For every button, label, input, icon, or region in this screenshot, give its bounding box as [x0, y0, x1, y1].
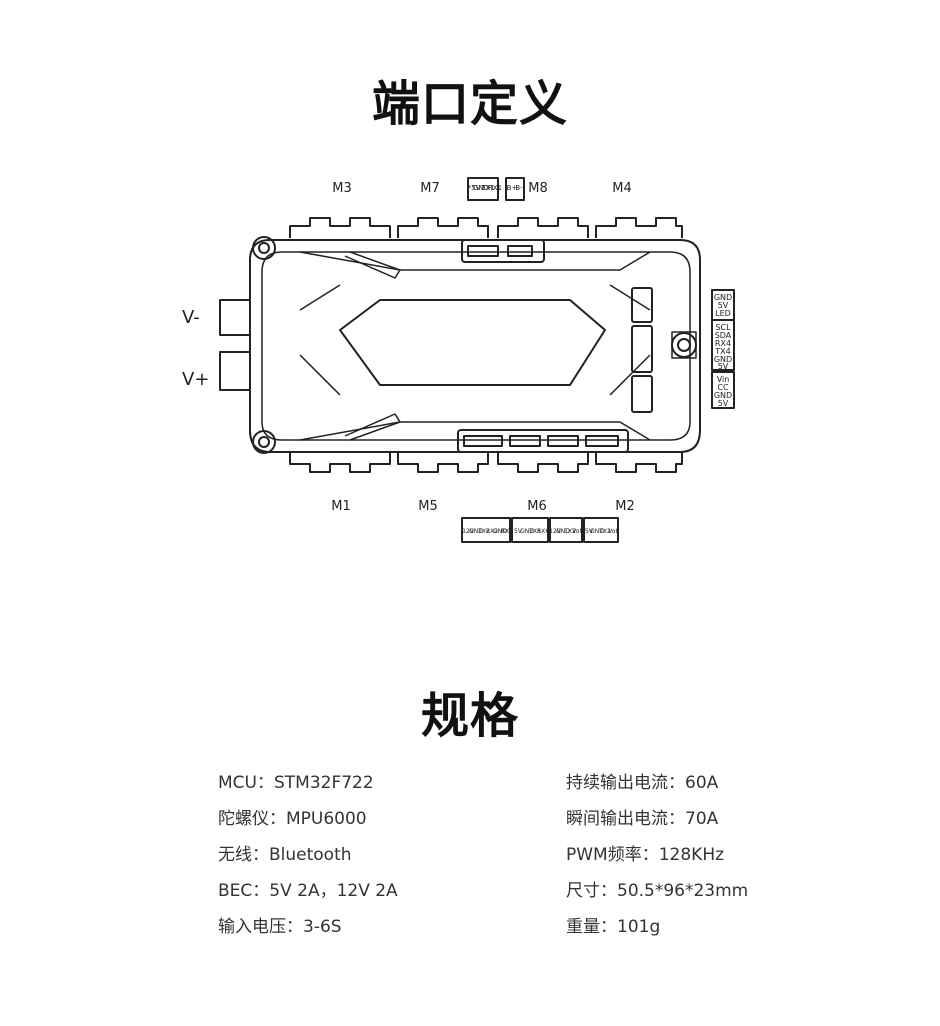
spec-item: 输入电压：3-6S: [218, 917, 342, 937]
motor-label-m3: M3: [332, 181, 352, 196]
pin-label: 12V: [549, 528, 562, 535]
top-motor-pads: [289, 217, 683, 238]
spec-item: 重量：101g: [566, 917, 661, 937]
spec-item: 持续输出电流：60A: [566, 773, 719, 793]
pin-label: TX4: [714, 347, 730, 356]
pin-label: 5V: [718, 301, 729, 310]
pin-label: GND: [714, 391, 732, 400]
pin-label: GND: [469, 528, 483, 535]
pin-label: GND: [556, 528, 570, 535]
esc-body-outline: [249, 239, 701, 453]
pin-label: RX2: [486, 528, 498, 535]
pin-label: GND: [714, 355, 732, 364]
motor-label-m7: M7: [420, 181, 440, 196]
bottom-motor-pads: [289, 452, 683, 473]
power-pad-positive: [219, 351, 250, 391]
pin-label: GND: [473, 184, 489, 192]
pin-label: 12V: [462, 528, 475, 535]
pin-label: TX2: [598, 528, 611, 535]
pin-label: Vin: [717, 375, 730, 384]
pin-label: RX1: [488, 184, 502, 192]
spec-item: 尺寸：50.5*96*23mm: [566, 881, 749, 901]
pin-label: LED: [715, 309, 731, 318]
pin-label: RX1: [501, 528, 513, 535]
motor-label-m6: M6: [527, 499, 547, 514]
pin-label: TX6: [528, 528, 541, 535]
power-label-negative: V-: [182, 307, 200, 328]
motor-label-m8: M8: [528, 181, 548, 196]
pin-label: TX2: [563, 528, 576, 535]
pin-label: SDA: [715, 331, 732, 340]
pin-label: 5V: [514, 528, 523, 535]
spec-item: 瞬间输出电流：70A: [566, 809, 719, 829]
specs-section-title: 规格: [420, 688, 519, 744]
motor-label-m4: M4: [612, 181, 632, 196]
pin-label: TX2: [477, 528, 490, 535]
spec-item: 陀螺仪：MPU6000: [218, 809, 367, 829]
port-definition-diagram: M3 M7 M8 M4 M1 M5 M6 M2 V- V+ *5V GND TX…: [182, 177, 735, 543]
pin-label: 5V: [718, 399, 729, 408]
pin-label: TX1: [480, 184, 495, 192]
pin-label: RX4: [715, 339, 731, 348]
pin-label: 5V: [718, 362, 729, 371]
spec-item: PWM频率：128KHz: [566, 845, 725, 865]
pin-label: Vot: [608, 528, 618, 535]
spec-item: MCU：STM32F722: [218, 773, 374, 793]
pin-label: GND: [520, 528, 534, 535]
pin-label: GND: [714, 293, 732, 302]
center-panel: [339, 299, 606, 386]
motor-label-m2: M2: [615, 499, 635, 514]
pin-label: RX6: [537, 528, 549, 535]
pin-label: B-: [515, 184, 523, 192]
pin-label: B+: [507, 184, 518, 192]
spec-item: BEC：5V 2A，12V 2A: [218, 881, 398, 901]
pin-label: GND: [590, 528, 604, 535]
pin-label: Vot: [572, 528, 582, 535]
pin-label: 5V: [585, 528, 594, 535]
motor-label-m5: M5: [418, 499, 438, 514]
pin-label: GND: [493, 528, 507, 535]
pin-label: CC: [717, 383, 729, 392]
pin-label: *5V: [468, 184, 481, 192]
pin-label: SCL: [715, 323, 731, 332]
power-label-positive: V+: [182, 369, 209, 390]
ports-section-title: 端口定义: [371, 76, 568, 132]
motor-label-m1: M1: [331, 499, 351, 514]
spec-item: 无线：Bluetooth: [218, 845, 352, 865]
power-pad-negative: [219, 299, 250, 336]
